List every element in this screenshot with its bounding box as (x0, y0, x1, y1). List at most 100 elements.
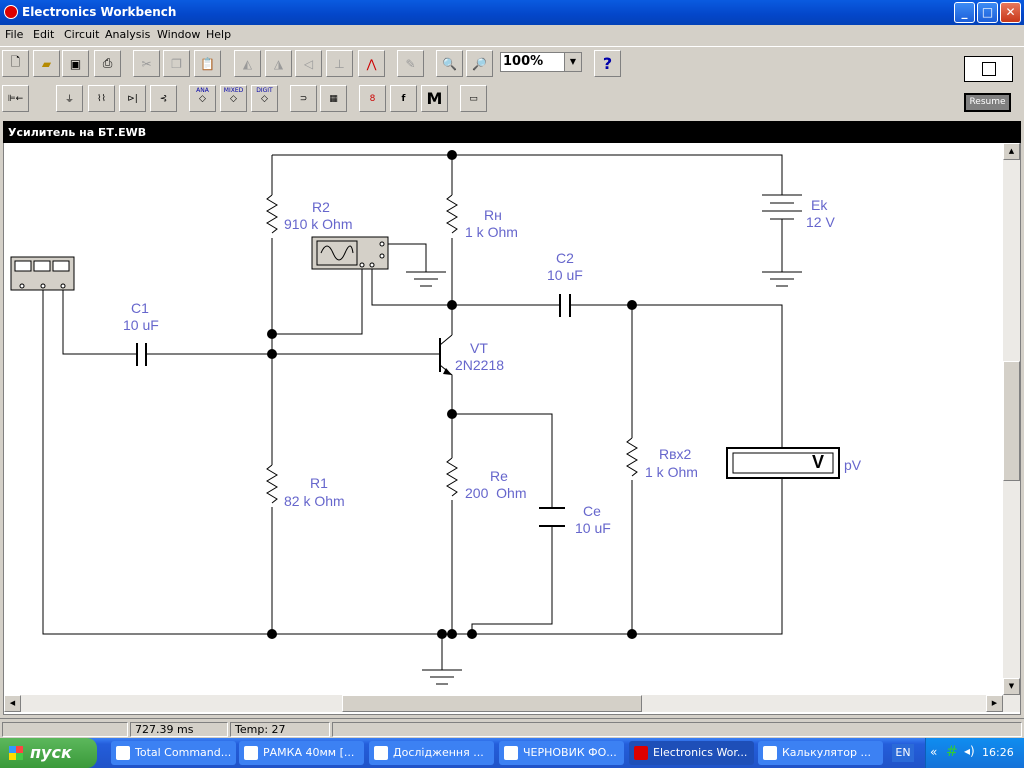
subcircuit-button[interactable]: ⊥ (326, 50, 353, 77)
task-total-commander[interactable]: Total Command... (111, 741, 236, 765)
indicators-bin-button[interactable]: 8 (359, 85, 386, 112)
controls-bin-button[interactable]: f (390, 85, 417, 112)
junctions (267, 150, 637, 639)
menu-circuit[interactable]: Circuit (64, 28, 100, 41)
calculator-icon (763, 746, 777, 760)
rn-name: Rн (484, 207, 502, 223)
circuit-canvas[interactable]: R2 910 k Ohm Rн 1 k Ohm Ek 12 V C2 10 uF… (4, 143, 1003, 695)
close-button[interactable]: ✕ (1000, 2, 1021, 23)
ground-icon: ⏚ (64, 95, 74, 105)
vertical-scrollbar[interactable]: ▲ ▼ (1003, 143, 1020, 695)
network-icon[interactable]: # (946, 744, 958, 760)
task-label: Total Command... (135, 746, 232, 759)
task-label: Дослідження ... (393, 746, 484, 759)
speaker-icon[interactable]: ◂) (964, 744, 975, 758)
document-title: Усилитель на БТ.EWB (3, 121, 1021, 143)
display-icon: 8 (369, 93, 376, 104)
chevron-down-icon[interactable]: ▼ (564, 53, 581, 71)
sources-bin-button[interactable]: ⏚ (56, 85, 83, 112)
zoom-out-button[interactable]: 🔍 (436, 50, 463, 77)
graph-icon: ⋀ (366, 56, 377, 71)
zoom-value: 100% (503, 54, 544, 69)
resistor-icon: ⌇⌇ (97, 93, 106, 104)
analog-chip-icon: ◇ (199, 93, 206, 104)
favorites-bin-button[interactable]: ⊫← (2, 85, 29, 112)
start-button[interactable]: пуск (0, 738, 97, 768)
menu-analysis[interactable]: Analysis (105, 28, 151, 41)
flip-vertical-icon: ◁ (303, 56, 314, 71)
language-indicator[interactable]: EN (892, 744, 914, 762)
digital-bin-button[interactable]: ▦ (320, 85, 347, 112)
help-button[interactable]: ? (594, 50, 621, 77)
task-label: ЧЕРНОВИК ФО... (523, 746, 617, 759)
voltmeter-symbol: V (812, 452, 825, 472)
horizontal-scroll-thumb[interactable] (342, 695, 642, 712)
horizontal-scrollbar[interactable]: ◀ ▶ (4, 695, 1020, 712)
graph-button[interactable]: ⋀ (358, 50, 385, 77)
subcircuit-icon: ⊥ (334, 56, 345, 71)
resume-button[interactable]: Resume (964, 93, 1011, 112)
scroll-down-icon[interactable]: ▼ (1003, 678, 1020, 695)
menu-help[interactable]: Help (206, 28, 232, 41)
logic-gates-bin-button[interactable]: ⊃ (290, 85, 317, 112)
diodes-bin-button[interactable]: ⊳| (119, 85, 146, 112)
task-doslidzhennia[interactable]: Дослідження ... (369, 741, 494, 765)
function-generator[interactable] (10, 256, 75, 291)
menu-edit[interactable]: Edit (33, 28, 55, 41)
basic-bin-button[interactable]: ⌇⌇ (88, 85, 115, 112)
status-field-message (332, 722, 1022, 737)
task-electronics-workbench[interactable]: Electronics Wor... (629, 741, 754, 765)
rotate-icon: ◭ (242, 56, 253, 71)
task-calculator[interactable]: Калькулятор ... (758, 741, 883, 765)
c2-name: C2 (556, 250, 574, 266)
menu-file[interactable]: File (5, 28, 24, 41)
save-button[interactable]: ▣ (62, 50, 89, 77)
task-chernovik[interactable]: ЧЕРНОВИК ФО... (499, 741, 624, 765)
analog-ics-label: ANA (196, 87, 209, 94)
disk-icon: ▣ (69, 56, 82, 71)
printer-icon: ⎙ (102, 56, 113, 70)
mixed-ics-bin-button[interactable]: MIXED◇ (220, 85, 247, 112)
function-icon: f (401, 93, 406, 104)
voltmeter[interactable] (726, 447, 840, 479)
c1-name: C1 (131, 300, 149, 316)
paste-button[interactable]: 📋 (194, 50, 221, 77)
new-file-button[interactable]: 🗋 (2, 50, 29, 77)
print-button[interactable]: ⎙ (94, 50, 121, 77)
misc-bin-button[interactable]: M (421, 85, 448, 112)
zoom-in-button[interactable]: 🔎 (466, 50, 493, 77)
open-file-button[interactable]: ▰ (33, 50, 60, 77)
vertical-scroll-thumb[interactable] (1003, 361, 1020, 481)
menu-bar: File Edit Circuit Analysis Window Help (0, 25, 1024, 45)
analog-ics-bin-button[interactable]: ANA◇ (189, 85, 216, 112)
task-label: Калькулятор ... (782, 746, 871, 759)
flip-horizontal-button[interactable]: ◮ (265, 50, 292, 77)
zoom-select[interactable]: 100% ▼ (500, 52, 582, 72)
r2-name: R2 (312, 199, 330, 215)
component-properties-button[interactable]: ✎ (397, 50, 424, 77)
scroll-right-icon[interactable]: ▶ (986, 695, 1003, 712)
power-switch[interactable] (964, 56, 1013, 82)
oscilloscope[interactable] (311, 236, 389, 270)
digital-ics-bin-button[interactable]: DIGIT◇ (251, 85, 278, 112)
zoom-in-icon: 🔎 (472, 56, 487, 71)
cut-button[interactable]: ✂ (133, 50, 160, 77)
flip-vertical-button[interactable]: ◁ (295, 50, 322, 77)
rvx2-name: Rвх2 (659, 446, 692, 462)
c2-value: 10 uF (547, 267, 583, 283)
rotate-button[interactable]: ◭ (234, 50, 261, 77)
maximize-button[interactable]: □ (977, 2, 998, 23)
transistors-bin-button[interactable]: ⊰ (150, 85, 177, 112)
minimize-button[interactable]: _ (954, 2, 975, 23)
copy-button[interactable]: ❐ (163, 50, 190, 77)
scroll-up-icon[interactable]: ▲ (1003, 143, 1020, 160)
menu-window[interactable]: Window (157, 28, 201, 41)
scroll-left-icon[interactable]: ◀ (4, 695, 21, 712)
copy-icon: ❐ (171, 56, 182, 71)
tray-expand-icon[interactable]: « (930, 745, 938, 759)
clipboard-icon: 📋 (200, 56, 215, 71)
word-icon (374, 746, 388, 760)
digital-chip-icon: ◇ (261, 93, 268, 104)
task-ramka[interactable]: РАМКА 40мм [... (239, 741, 364, 765)
instruments-bin-button[interactable]: ▭ (460, 85, 487, 112)
